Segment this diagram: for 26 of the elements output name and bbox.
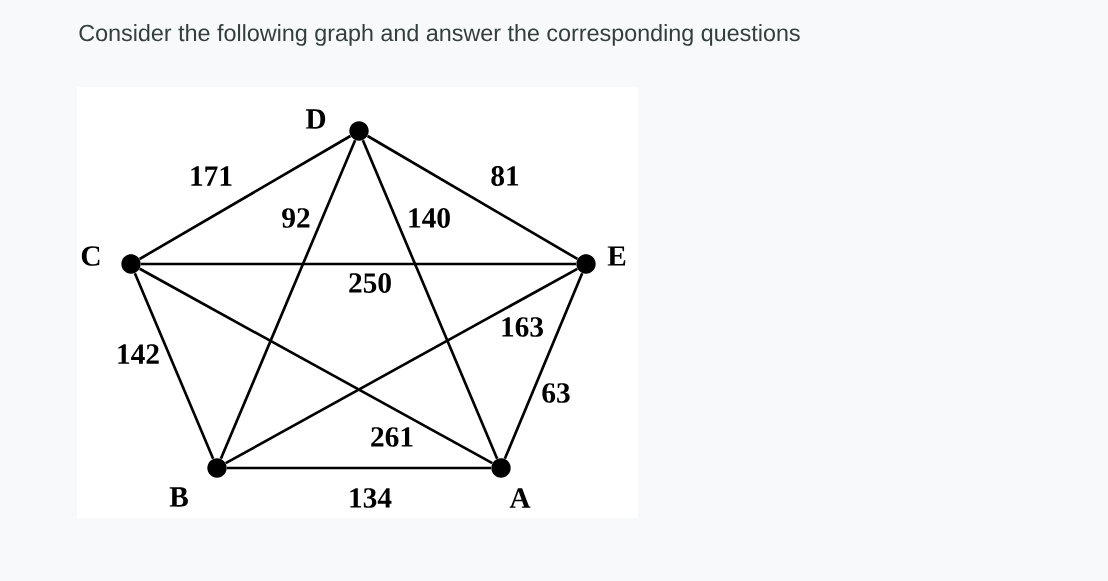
question-text: Consider the following graph and answer the corresponding questions — [79, 24, 800, 46]
edge-label: 142 — [118, 344, 159, 364]
graph-edge — [139, 267, 493, 465]
graph-edge — [361, 139, 499, 460]
edge-label: 163 — [502, 317, 543, 337]
graph-edge — [225, 267, 578, 465]
edge-label: 261 — [371, 427, 413, 447]
vertex-label: B — [169, 487, 188, 507]
edge-label: 81 — [491, 166, 519, 186]
vertex-label: E — [607, 246, 626, 266]
graph-edge — [219, 139, 357, 460]
edge-label: 171 — [191, 166, 232, 186]
edge-label: 92 — [282, 208, 310, 228]
edge-label: 140 — [409, 208, 450, 228]
vertex-label: C — [81, 246, 100, 266]
edge-label: 134 — [350, 488, 392, 508]
graph-edge — [226, 466, 492, 470]
edge-label: 250 — [349, 273, 391, 293]
graph-edge — [138, 134, 352, 261]
edge-label: 63 — [542, 383, 570, 403]
graph-edge — [366, 134, 579, 261]
graph-edge — [140, 262, 577, 266]
graph-edge — [503, 272, 584, 460]
graph-edge — [133, 272, 215, 460]
vertex-label: D — [305, 109, 326, 129]
vertex-label: A — [509, 488, 531, 508]
